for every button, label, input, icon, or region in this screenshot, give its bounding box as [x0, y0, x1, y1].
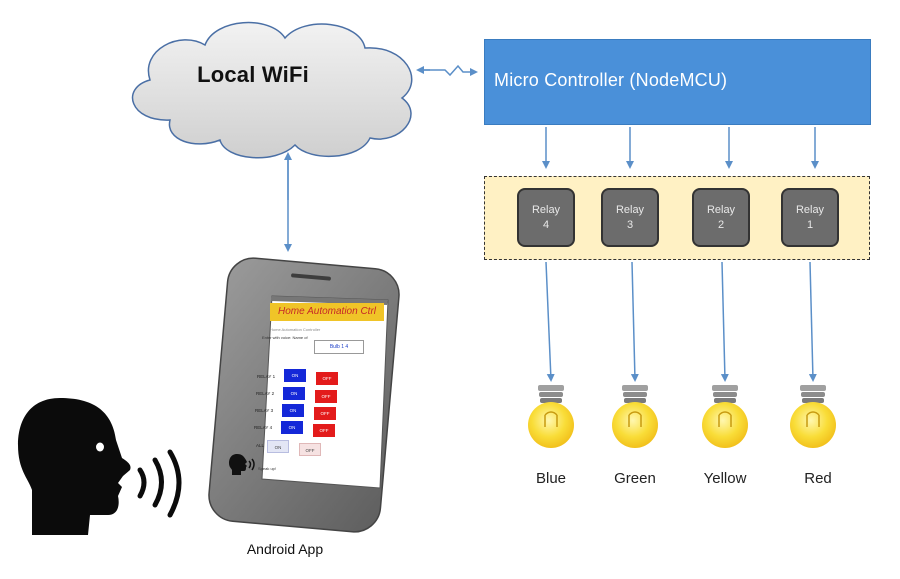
relay-1: Relay 1	[781, 188, 839, 247]
relay-4: Relay 4	[517, 188, 575, 247]
bulb-green-icon	[612, 385, 658, 448]
cloud-icon	[131, 21, 413, 159]
bulb-blue-icon	[528, 385, 574, 448]
relay-3-off-button[interactable]: OFF	[314, 407, 336, 420]
relay-1-on-button[interactable]: ON	[284, 369, 306, 382]
bulb-label-red: Red	[804, 470, 832, 487]
microcontroller-box	[484, 39, 871, 125]
bulb-label-blue: Blue	[535, 470, 567, 487]
relay-3: Relay 3	[601, 188, 659, 247]
app-subtitle: Home Automation Controller	[270, 327, 321, 332]
app-row-label: RELAY 1	[257, 374, 276, 379]
mcu-relay-arrows	[542, 127, 819, 169]
bulb-yellow-icon	[702, 385, 748, 448]
cloud-label: Local WiFi	[197, 62, 309, 87]
relay-1-name: Relay	[795, 204, 825, 216]
app-row-label: RELAY 4	[254, 425, 273, 430]
relay-2: Relay 2	[692, 188, 750, 247]
relay-2-number: 2	[717, 219, 725, 231]
relay-2-name: Relay	[706, 204, 736, 216]
app-title: Home Automation Ctrl	[270, 303, 384, 321]
app-voice-prompt: Enter with voice: Name of	[262, 335, 308, 340]
relay-4-on-button[interactable]: ON	[281, 421, 303, 434]
all-on-button[interactable]: ON	[267, 440, 289, 453]
app-row-label: RELAY 3	[255, 408, 274, 413]
relay-1-number: 1	[806, 219, 814, 231]
app-voice-field[interactable]: Bulb 1 4	[314, 340, 364, 354]
app-mic-label: Speak up!	[258, 466, 277, 471]
relay-4-name: Relay	[531, 204, 561, 216]
bulb-label-green: Green	[614, 470, 656, 487]
all-off-button[interactable]: OFF	[299, 443, 321, 456]
relay-bulb-arrows	[545, 261, 817, 382]
app-row-label: ALL	[256, 443, 265, 448]
speaking-head-icon	[18, 398, 182, 535]
wifi-mcu-link	[416, 64, 478, 77]
relay-2-off-button[interactable]: OFF	[315, 390, 337, 403]
relay-1-off-button[interactable]: OFF	[316, 372, 338, 385]
relay-3-number: 3	[626, 219, 634, 231]
relay-2-on-button[interactable]: ON	[283, 387, 305, 400]
microcontroller-label: Micro Controller (NodeMCU)	[494, 70, 728, 90]
relay-4-number: 4	[542, 219, 550, 231]
relay-3-on-button[interactable]: ON	[282, 404, 304, 417]
relay-3-name: Relay	[615, 204, 645, 216]
app-mic-icon[interactable]	[228, 452, 258, 476]
app-row-label: RELAY 2	[256, 391, 275, 396]
relay-4-off-button[interactable]: OFF	[313, 424, 335, 437]
bulb-red-icon	[790, 385, 836, 448]
bulb-label-yellow: Yellow	[703, 470, 747, 487]
phone-caption: Android App	[246, 541, 324, 557]
